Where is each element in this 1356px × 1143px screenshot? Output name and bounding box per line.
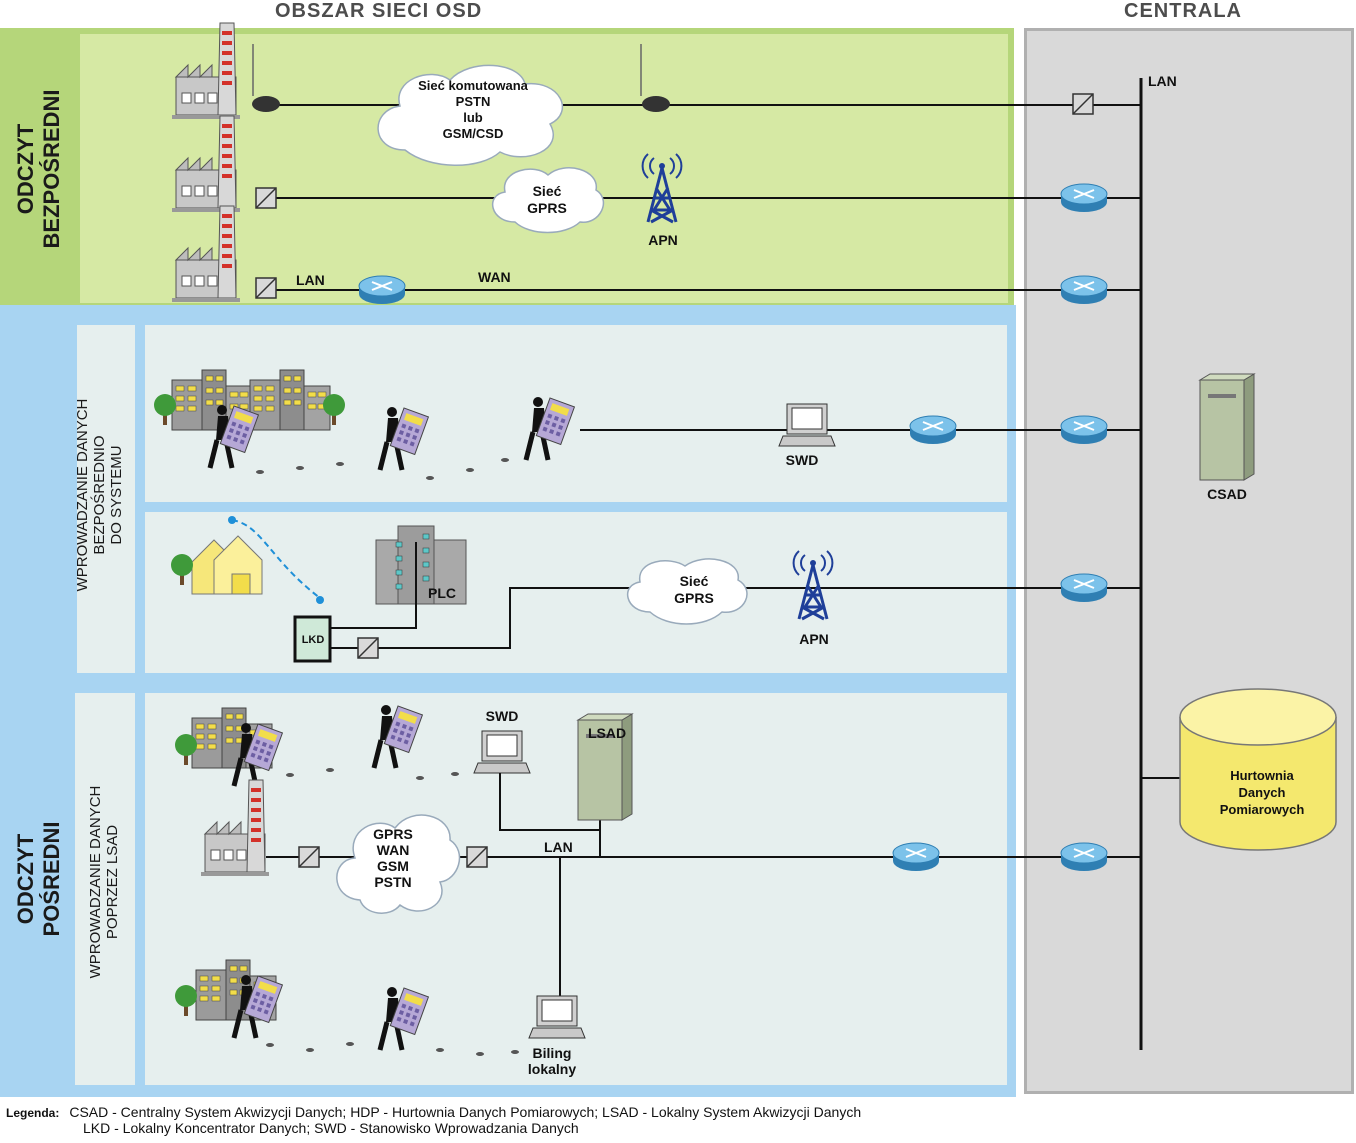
lan-label-lsad: LAN: [544, 839, 573, 855]
svg-text:Danych: Danych: [1239, 785, 1286, 800]
router-icon-central-4: [1060, 415, 1108, 445]
svg-text:PSTN: PSTN: [374, 874, 411, 890]
billing-label-2: lokalny: [528, 1061, 576, 1077]
svg-text:GPRS: GPRS: [527, 200, 567, 216]
router-icon-lsad: [892, 842, 940, 872]
lkd-device-icon: [293, 615, 332, 663]
modem-icon-lsad-1: [298, 846, 320, 868]
multi-network-cloud: GPRS WAN GSM PSTN: [336, 814, 461, 914]
person-icon-5: [374, 705, 422, 768]
person-icon-7: [380, 987, 428, 1050]
gsm-modem-icon-1: [252, 44, 280, 112]
swd-pc-icon: [778, 403, 836, 447]
central-lan-label: LAN: [1148, 73, 1177, 89]
plc-panel: [145, 512, 1007, 673]
central-header: CENTRALA: [1124, 0, 1242, 22]
apn-label-2: APN: [799, 631, 829, 647]
svg-text:GPRS: GPRS: [674, 590, 714, 606]
sub2-label-panel: [75, 693, 135, 1085]
router-icon-central-3: [1060, 275, 1108, 305]
svg-text:Sieć: Sieć: [680, 573, 709, 589]
swd-label-2: SWD: [486, 708, 519, 724]
data-warehouse-icon: Hurtownia Danych Pomiarowych: [1179, 688, 1337, 851]
person-icon-3: [526, 397, 574, 460]
plc-label: PLC: [428, 585, 456, 601]
router-icon-row3: [358, 275, 406, 305]
footprints-2: [286, 768, 459, 780]
billing-pc-icon: [528, 995, 586, 1039]
svg-text:Sieć: Sieć: [533, 183, 562, 199]
modem-icon-lsad-2: [466, 846, 488, 868]
svg-text:Sieć komutowana: Sieć komutowana: [418, 78, 529, 93]
router-icon-central-5: [1060, 573, 1108, 603]
router-icon-central-6: [1060, 842, 1108, 872]
svg-text:GSM/CSD: GSM/CSD: [443, 126, 504, 141]
svg-text:Hurtownia: Hurtownia: [1230, 768, 1294, 783]
gprs-cloud-1: Sieć GPRS: [491, 167, 605, 234]
svg-text:Pomiarowych: Pomiarowych: [1220, 802, 1305, 817]
svg-text:lub: lub: [463, 110, 483, 125]
lkd-label: LKD: [302, 634, 325, 646]
pstn-cloud: Sieć komutowana PSTN lub GSM/CSD: [377, 64, 563, 166]
footprints-3: [266, 1042, 519, 1056]
wan-label: WAN: [478, 269, 511, 285]
lsad-label: LSAD: [588, 725, 626, 741]
svg-text:GPRS: GPRS: [373, 826, 413, 842]
modem-icon-row2: [255, 187, 277, 209]
lan-label-row3: LAN: [296, 272, 325, 288]
csad-server-icon: [1199, 373, 1255, 481]
gsm-modem-icon-2: [640, 44, 670, 112]
svg-text:PSTN: PSTN: [456, 94, 491, 109]
modem-icon-central-1: [1072, 93, 1094, 115]
tower-icon-1: [641, 152, 683, 224]
legend-line-1: CSAD - Centralny System Akwizycji Danych…: [69, 1104, 862, 1120]
osd-area-header: OBSZAR SIECI OSD: [275, 0, 483, 22]
apn-label-1: APN: [648, 232, 678, 248]
swd-pc-icon-2: [473, 730, 531, 774]
billing-label-1: Biling: [533, 1045, 572, 1061]
legend: Legenda: CSAD - Centralny System Akwizycj…: [6, 1104, 861, 1136]
legend-line-2: LKD - Lokalny Koncentrator Danych; SWD -…: [83, 1120, 579, 1136]
tower-icon-2: [792, 549, 834, 621]
legend-title: Legenda:: [6, 1106, 60, 1120]
modem-icon-plc: [357, 637, 379, 659]
svg-text:GSM: GSM: [377, 858, 409, 874]
houses-icon: [191, 535, 263, 595]
csad-label: CSAD: [1207, 486, 1247, 502]
modem-icon-row3: [255, 277, 277, 299]
router-icon-swd: [909, 415, 957, 445]
gprs-cloud-2: Sieć GPRS: [626, 558, 748, 625]
swd-label-1: SWD: [786, 452, 819, 468]
svg-text:WAN: WAN: [377, 842, 410, 858]
sub1-label-panel: [77, 325, 135, 673]
person-icon-2: [380, 407, 428, 470]
footprints: [256, 458, 509, 480]
router-icon-central-2: [1060, 183, 1108, 213]
